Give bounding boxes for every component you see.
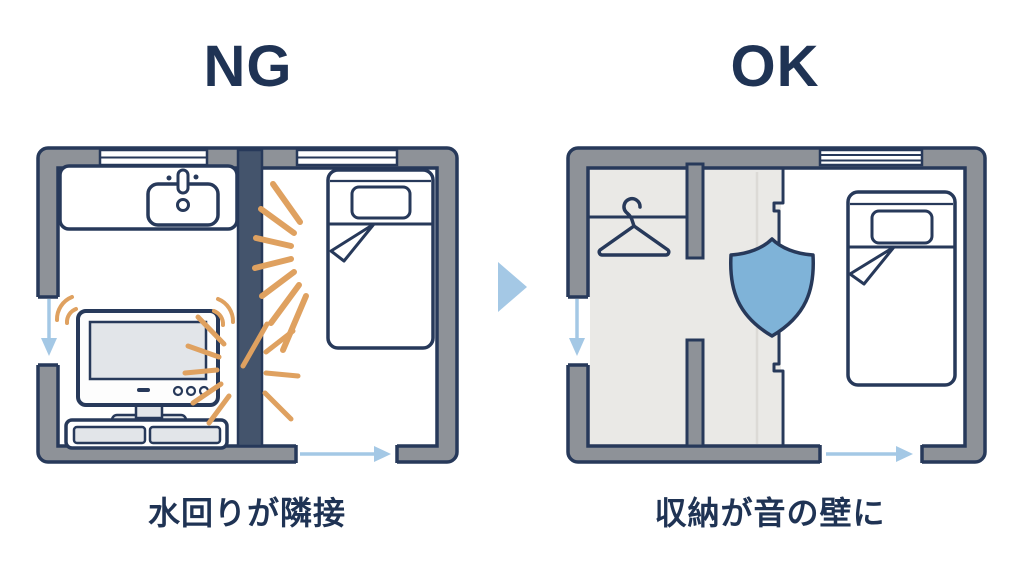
tv-icon [64,309,229,450]
noise-rays-icon [182,181,309,426]
ng-caption: 水回りが隣接 [147,495,346,531]
ng-title: NG [203,34,293,99]
ok-caption: 収納が音の壁に [654,495,886,531]
bed-icon [846,190,957,387]
door-arrow-icon [826,446,913,462]
bed-icon [326,168,435,350]
ok-closet-wall-lower [685,338,705,448]
shield-icon [728,237,816,338]
ok-floor-plan [562,146,987,465]
door-arrow-icon [300,446,391,462]
transition-arrow-icon [498,262,527,312]
window-icon [295,148,399,167]
window-icon [98,148,209,167]
sound-waves-icon [55,295,235,327]
sink-icon [58,164,239,231]
door-arrow-icon [41,299,57,356]
door-arrow-icon [569,299,585,356]
ng-left-door-opening [33,295,61,367]
hanger-icon [597,196,671,257]
ng-floor-plan [33,146,459,465]
ok-title: OK [730,34,820,99]
ng-dividing-wall [236,148,264,448]
ok-closet-wall-upper [685,162,705,260]
window-icon [818,148,924,167]
